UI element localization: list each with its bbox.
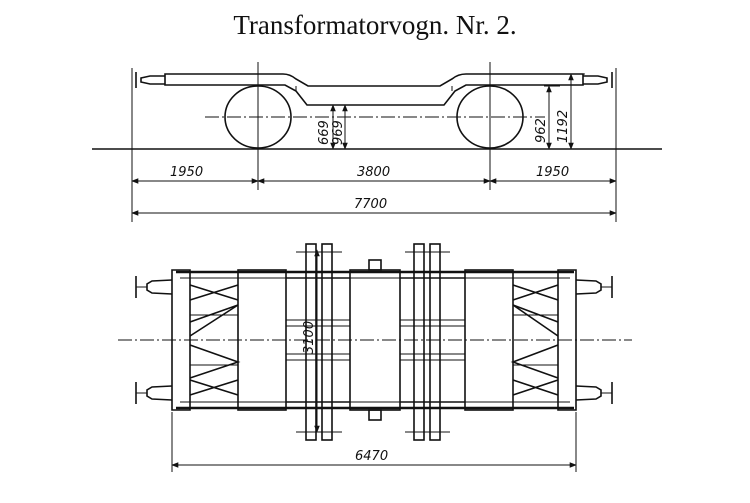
dim-1950-left: 1950 (170, 165, 203, 180)
dim-962: 962 (534, 118, 549, 143)
dim-3800: 3800 (357, 165, 390, 180)
drawing-title: Transformatorvogn. Nr. 2. (233, 10, 517, 40)
dim-1192: 1192 (556, 110, 571, 143)
left-buffer (140, 75, 165, 85)
dim-3100: 3100 (302, 321, 317, 354)
axle-beams (296, 243, 450, 441)
inner-frame (286, 277, 465, 403)
dim-6470: 6470 (355, 449, 388, 464)
top-stub (368, 259, 382, 271)
plan-buffers (135, 276, 613, 404)
left-end-frame (171, 269, 191, 411)
dim-7700: 7700 (354, 197, 387, 212)
dim-669: 669 (317, 120, 332, 145)
side-frame (164, 73, 584, 106)
side-view: 669 969 962 1192 1950 3800 1950 7700 (92, 62, 662, 222)
dim-1950-right: 1950 (536, 165, 569, 180)
right-buffer (583, 75, 608, 85)
dim-969: 969 (331, 120, 346, 145)
right-end-frame (557, 269, 577, 411)
bottom-stub (368, 409, 382, 421)
plan-view: 3100 6470 (118, 243, 632, 472)
